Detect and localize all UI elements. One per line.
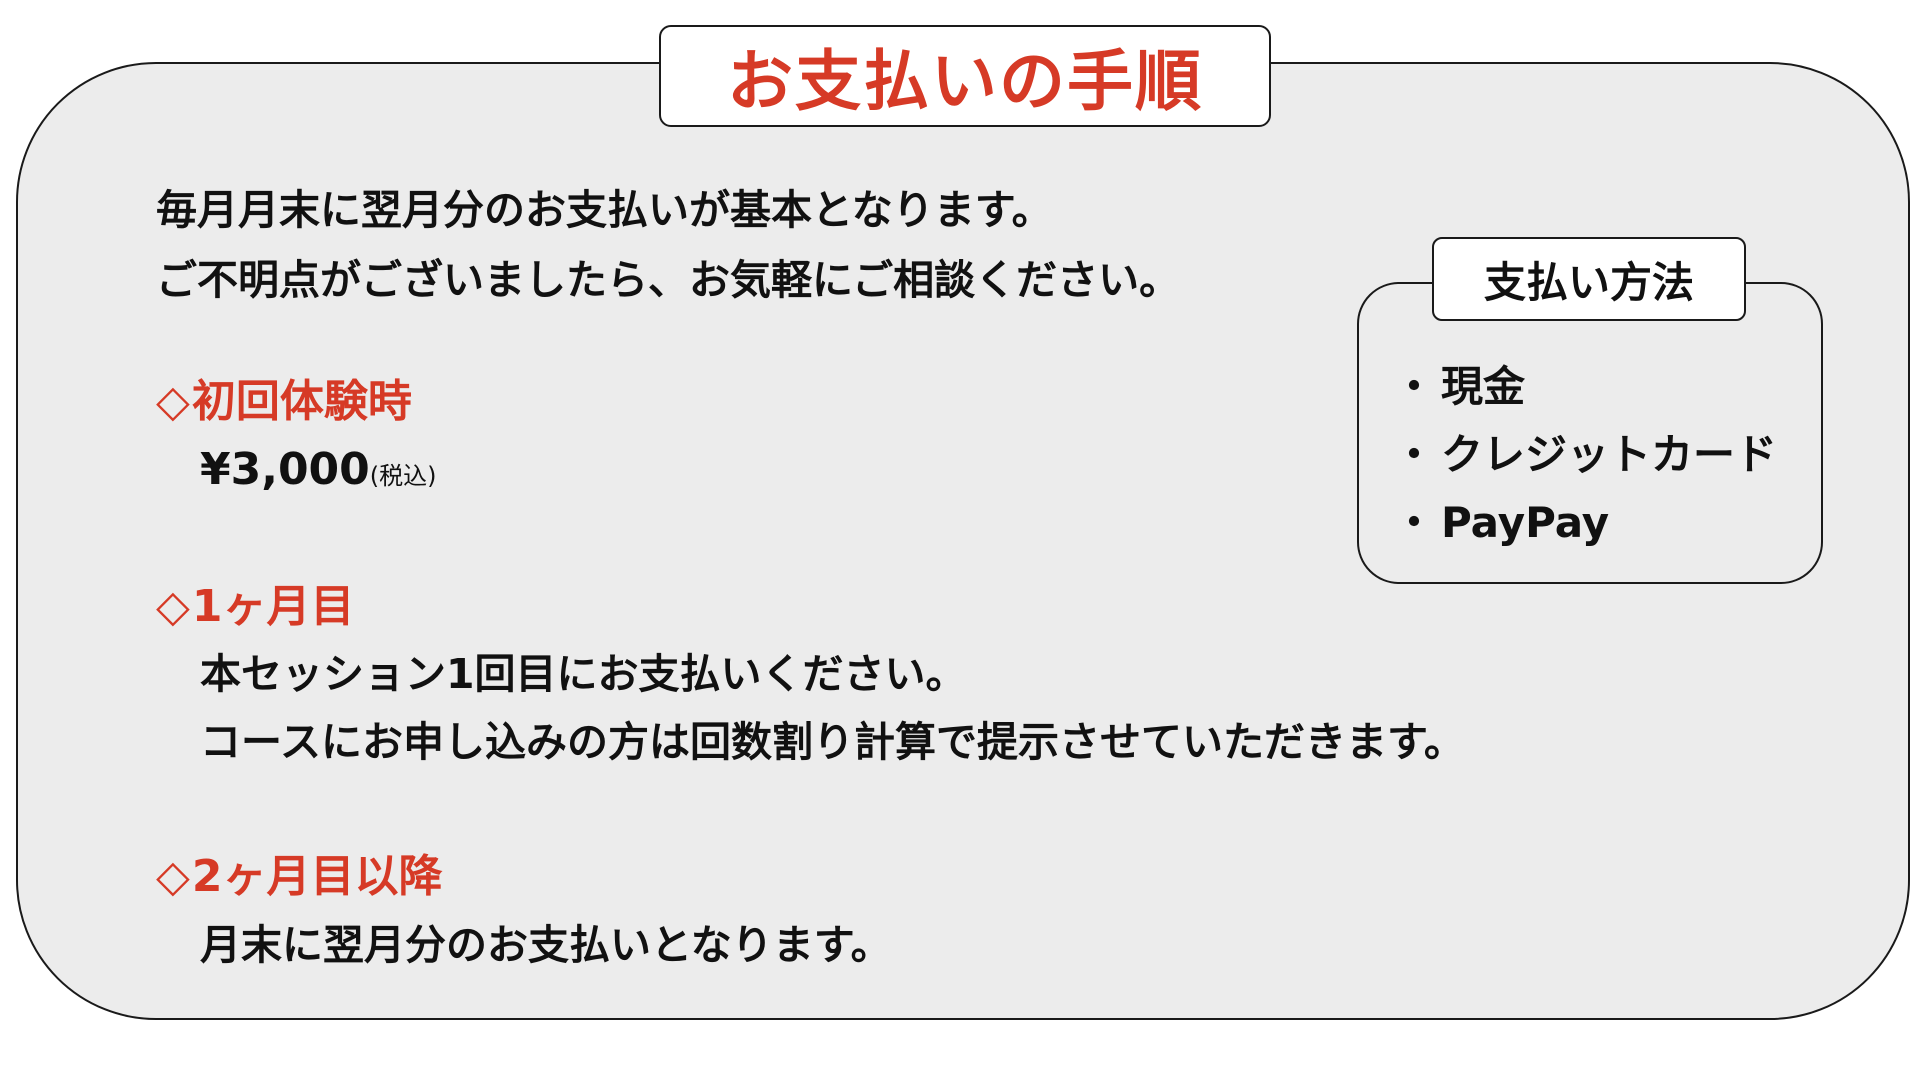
bullet-icon: ・ [1393, 362, 1436, 411]
diamond-icon: ◇ [156, 581, 190, 632]
intro-line-2: ご不明点がございましたら、お気軽にご相談ください。 [156, 256, 1181, 304]
section-heading-first-month: ◇1ヶ月目 [156, 585, 354, 629]
second-month-line-1: 月末に翌月分のお支払いとなります。 [200, 921, 892, 969]
section-heading-text: 2ヶ月目以降 [191, 851, 443, 902]
page-title: お支払いの手順 [727, 43, 1203, 120]
payment-methods-title: 支払い方法 [1483, 257, 1694, 307]
section-heading-second-month-onward: ◇2ヶ月目以降 [156, 855, 442, 899]
section-heading-text: 1ヶ月目 [191, 581, 355, 632]
diamond-icon: ◇ [156, 376, 190, 427]
payment-method-item: ・PayPay [1393, 502, 1609, 544]
bullet-icon: ・ [1393, 498, 1436, 547]
payment-method-label: 現金 [1441, 362, 1526, 411]
payment-method-label: クレジットカード [1441, 430, 1778, 479]
payment-method-item: ・クレジットカード [1393, 434, 1777, 476]
payment-method-label: PayPay [1441, 498, 1610, 547]
section-heading-text: 初回体験時 [191, 376, 412, 427]
payment-methods-panel [1357, 282, 1823, 584]
price-tax-note: (税込) [369, 462, 437, 490]
first-month-line-1: 本セッション1回目にお支払いください。 [200, 650, 967, 698]
title-box: お支払いの手順 [659, 25, 1271, 127]
trial-price: ¥3,000(税込) [200, 448, 437, 492]
payment-methods-title-box: 支払い方法 [1432, 237, 1746, 321]
price-value: ¥3,000 [200, 444, 370, 495]
bullet-icon: ・ [1393, 430, 1436, 479]
intro-line-1: 毎月月末に翌月分のお支払いが基本となります。 [156, 186, 1053, 234]
payment-method-item: ・現金 [1393, 366, 1525, 408]
diamond-icon: ◇ [156, 851, 190, 902]
section-heading-trial: ◇初回体験時 [156, 380, 412, 424]
first-month-line-2: コースにお申し込みの方は回数割り計算で提示させていただきます。 [200, 718, 1465, 766]
